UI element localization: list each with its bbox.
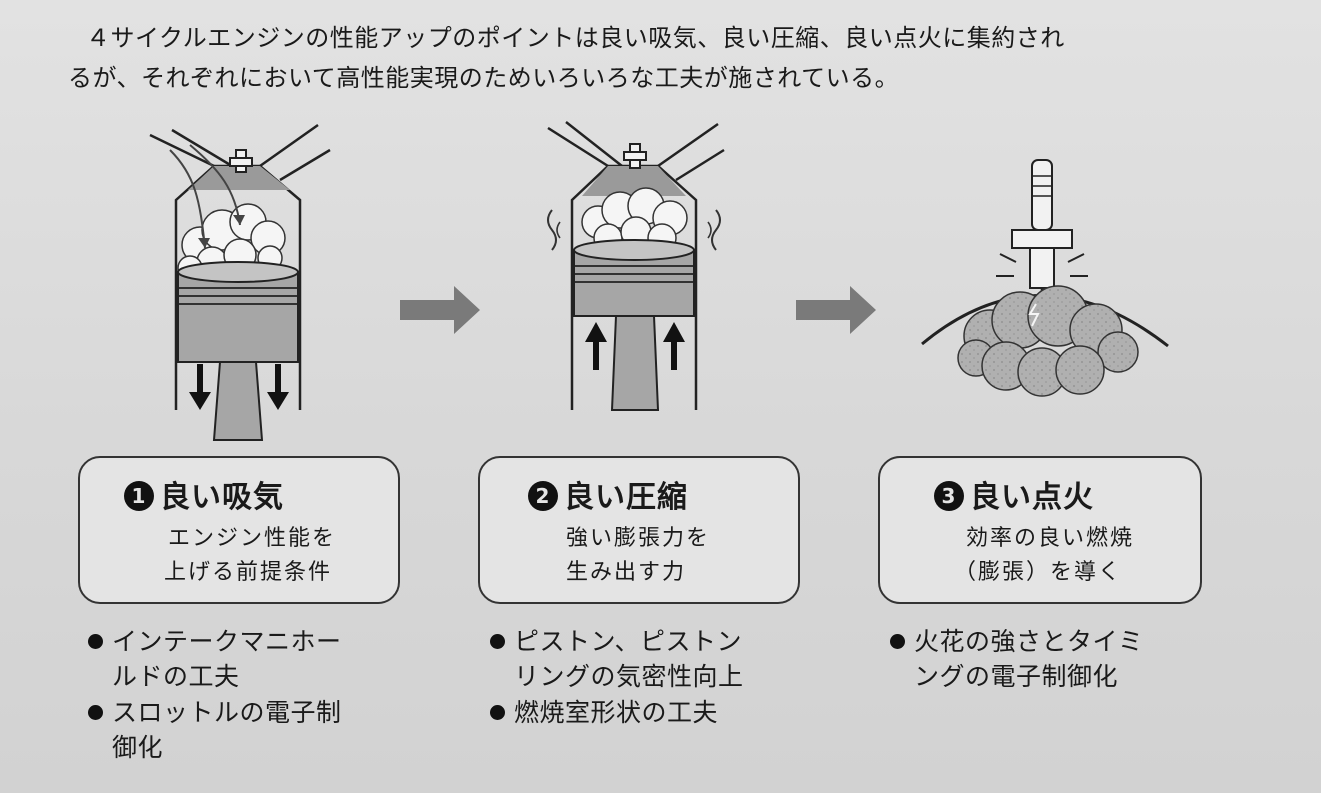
bullet-line: ピストン、ピストン	[514, 627, 743, 656]
stage-2-bullet-1: ピストン、ピストン リングの気密性向上	[490, 624, 810, 694]
bullet-line: 火花の強さとタイミ	[914, 627, 1144, 656]
bullet-line: スロットルの電子制	[112, 698, 342, 727]
stage-3-bullet-1: 火花の強さとタイミ ングの電子制御化	[890, 624, 1210, 694]
stage-1-bullets: インテークマニホー ルドの工夫 スロットルの電子制 御化	[88, 624, 408, 766]
stage-3-number-badge: 3	[934, 481, 964, 511]
cylinder-compression	[547, 121, 725, 411]
stage-3-bullets: 火花の強さとタイミ ングの電子制御化	[890, 624, 1210, 695]
bullet-line: ングの電子制御化	[914, 662, 1119, 691]
bullet-line: ルドの工夫	[112, 662, 240, 691]
stage-1-bullet-2: スロットルの電子制 御化	[88, 695, 408, 765]
stage-3-desc-line-2: （膨張）を導く	[954, 560, 1123, 585]
stage-2-number-badge: 2	[528, 481, 558, 511]
flow-arrow-1	[400, 286, 480, 334]
intro-text: ４サイクルエンジンの性能アップのポイントは良い吸気、良い圧縮、良い点火に集約され…	[68, 18, 1246, 98]
spark-plug-ignition	[921, 159, 1169, 397]
stage-1-description: エンジン性能を 上げる前提条件	[164, 522, 486, 590]
bullet-line: 燃焼室形状の工夫	[514, 698, 719, 727]
bullet-line: リングの気密性向上	[514, 662, 744, 691]
stage-2-desc-line-2: 生み出す力	[566, 560, 687, 585]
stage-2-desc-line-1: 強い膨張力を	[566, 526, 711, 551]
stage-1-bullet-1: インテークマニホー ルドの工夫	[88, 624, 408, 694]
stage-1-title-text: 良い吸気	[160, 480, 284, 515]
stage-3-description: 効率の良い燃焼 （膨張）を導く	[954, 522, 1286, 590]
flow-arrow-2	[796, 286, 876, 334]
intro-line-1: ４サイクルエンジンの性能アップのポイントは良い吸気、良い圧縮、良い点火に集約され	[86, 24, 1065, 52]
bullet-line: 御化	[112, 733, 164, 762]
stage-3-title-text: 良い点火	[970, 480, 1094, 515]
stage-2-bullets: ピストン、ピストン リングの気密性向上 燃焼室形状の工夫	[490, 624, 810, 731]
stage-3-desc-line-1: 効率の良い燃焼	[966, 526, 1135, 551]
stage-1-number-badge: 1	[124, 481, 154, 511]
stage-2-bullet-2: 燃焼室形状の工夫	[490, 695, 810, 730]
bullet-line: インテークマニホー	[112, 627, 342, 656]
stage-2-description: 強い膨張力を 生み出す力	[566, 522, 884, 590]
stage-1-desc-line-2: 上げる前提条件	[164, 560, 333, 585]
intro-line-2: るが、それぞれにおいて高性能実現のためいろいろな工夫が施されている。	[68, 64, 900, 92]
stage-2-title-text: 良い圧縮	[564, 480, 688, 515]
cylinder-intake	[149, 123, 331, 441]
stage-1-desc-line-1: エンジン性能を	[168, 526, 337, 551]
